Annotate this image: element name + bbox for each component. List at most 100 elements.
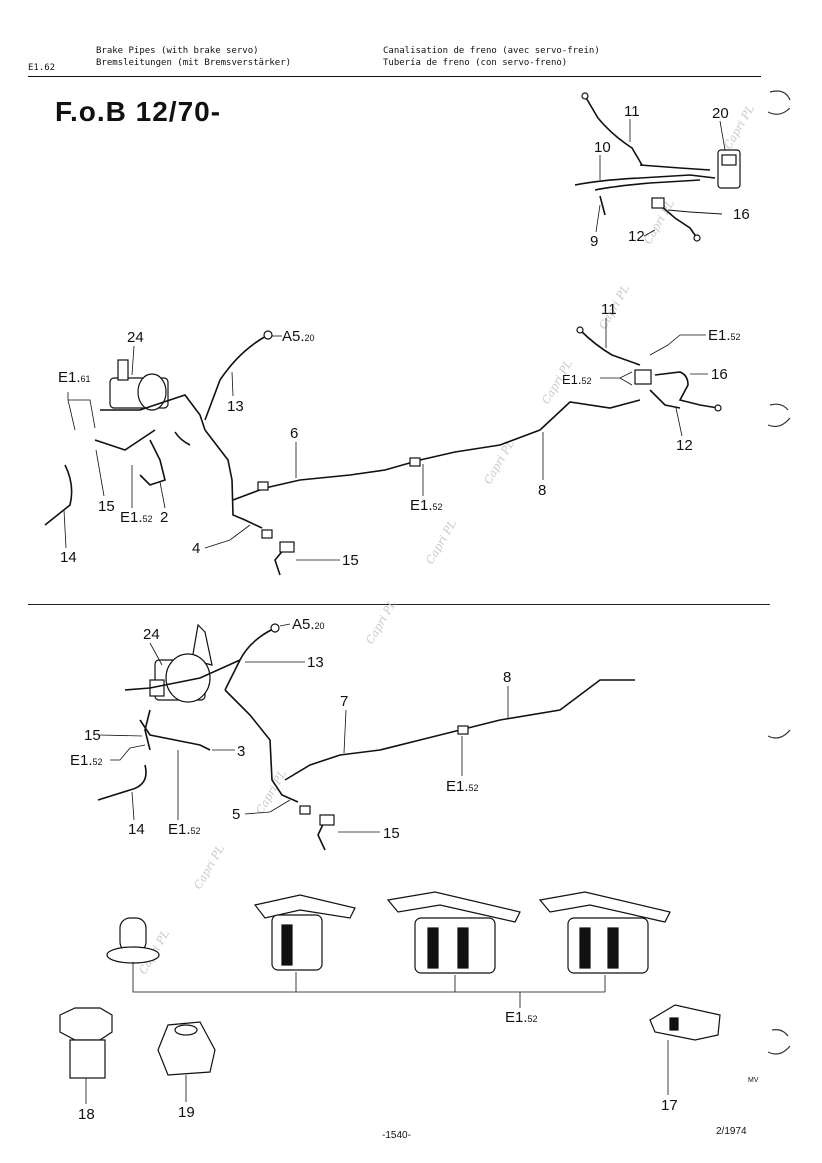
pipe-8 [539, 399, 641, 431]
clip [257, 481, 269, 491]
label-E152p: E1.52 [505, 1009, 538, 1026]
pipe-end [714, 404, 722, 412]
header-line-es: Tubería de freno (con servo-freno) [383, 58, 568, 68]
clip-slot [607, 927, 619, 969]
label-24l: 24 [143, 626, 160, 643]
leader-7 [343, 709, 347, 754]
leader-15u [95, 449, 105, 497]
binder-mark [767, 107, 791, 115]
binder-mark [771, 1029, 789, 1037]
leader-14l [131, 791, 135, 821]
label-15l2: 15 [383, 825, 400, 842]
t-piece-rear [634, 369, 652, 385]
pipe-2 [94, 429, 156, 451]
clip [261, 529, 273, 539]
header-rule [28, 76, 761, 77]
label-E152b: E1.52 [562, 372, 592, 387]
initials: MV [748, 1077, 759, 1084]
label-15l: 15 [84, 727, 101, 744]
leader-12 [643, 229, 656, 237]
clip-slot [427, 927, 439, 969]
label-18: 18 [78, 1106, 95, 1123]
watermark: Capri PL [423, 518, 459, 567]
lower-assembly [97, 623, 635, 851]
label-14u: 14 [60, 549, 77, 566]
section-divider [28, 604, 770, 605]
pipe-13-lower [224, 627, 276, 691]
hose-fitting [319, 814, 335, 826]
label-8u: 8 [538, 482, 546, 499]
label-12: 12 [628, 228, 645, 245]
page-title: F.o.B 12/70- [55, 96, 222, 127]
pipe-9-drop [599, 195, 606, 216]
label-E152lb: E1.52 [446, 778, 479, 795]
leader-24 [131, 345, 135, 376]
label-7: 7 [340, 693, 348, 710]
axle-bar [639, 164, 711, 171]
label-A520: A5.20 [282, 328, 315, 345]
grommet-A520-lower [270, 623, 280, 633]
label-17: 17 [661, 1097, 678, 1114]
binder-mark [769, 90, 791, 101]
header-line-en: Brake Pipes (with brake servo) [96, 46, 259, 56]
binder-mark [769, 403, 789, 411]
label-11u: 11 [601, 301, 617, 318]
label-E152a: E1.52 [708, 327, 741, 344]
pipe-13-lower-a [124, 659, 241, 691]
leader-20 [719, 120, 726, 151]
pipe-2b [139, 439, 166, 486]
label-10: 10 [594, 139, 611, 156]
pipe-16 [654, 371, 719, 409]
leader-E152b [600, 371, 633, 386]
servo-lower [165, 653, 211, 703]
watermarks: Capri PL Capri PL Capri PL Capri PL Capr… [136, 103, 757, 977]
label-19: 19 [178, 1104, 195, 1121]
leader-4 [204, 524, 251, 549]
grommet-flange [106, 946, 160, 964]
clip-triple [538, 891, 671, 923]
nut-19 [157, 1021, 216, 1076]
label-9: 9 [590, 233, 598, 250]
leader-12u [675, 407, 683, 437]
pipe-main-upper [100, 394, 206, 431]
leader-A520l [279, 623, 291, 627]
leader-E161 [67, 392, 96, 431]
label-13: 13 [227, 398, 244, 415]
clip-slot [281, 924, 293, 966]
hose-fitting [279, 541, 295, 553]
leader-15l [99, 734, 143, 737]
bracket-E152 [132, 962, 606, 1008]
label-E152c: E1.52 [410, 497, 443, 514]
hose-14 [44, 464, 73, 526]
label-24: 24 [127, 329, 144, 346]
leader-14u [63, 509, 67, 549]
hose-14-lower [97, 764, 147, 801]
nut-19-hole [174, 1024, 198, 1036]
label-E152d: E1.52 [120, 509, 153, 526]
leader-13 [231, 371, 234, 397]
label-6: 6 [290, 425, 298, 442]
union-18-thread [69, 1039, 106, 1079]
page-number: -1540- [382, 1130, 411, 1141]
leader-9 [595, 204, 601, 233]
label-E161: E1.61 [58, 369, 91, 386]
hook-pipe [174, 431, 191, 446]
leader-E152a [649, 334, 706, 356]
pipe-9-detail [594, 179, 701, 191]
grommet-A520 [263, 330, 273, 340]
binder-marks [767, 90, 791, 1055]
header-left: Brake Pipes (with brake servo) Bremsleit… [96, 45, 291, 69]
label-8l: 8 [503, 669, 511, 686]
header-right: Canalisation de freno (avec servo-frein)… [383, 45, 600, 69]
pipe-11 [579, 329, 641, 366]
label-4: 4 [192, 540, 200, 557]
pipe-11-detail [584, 95, 643, 166]
clip-double [386, 891, 521, 923]
label-14l: 14 [128, 821, 145, 838]
pipe-13 [204, 334, 269, 421]
label-5: 5 [232, 806, 240, 823]
edition-date: 2/1974 [716, 1126, 747, 1137]
brake-unit-detail [721, 154, 737, 166]
union-18 [59, 1007, 113, 1041]
